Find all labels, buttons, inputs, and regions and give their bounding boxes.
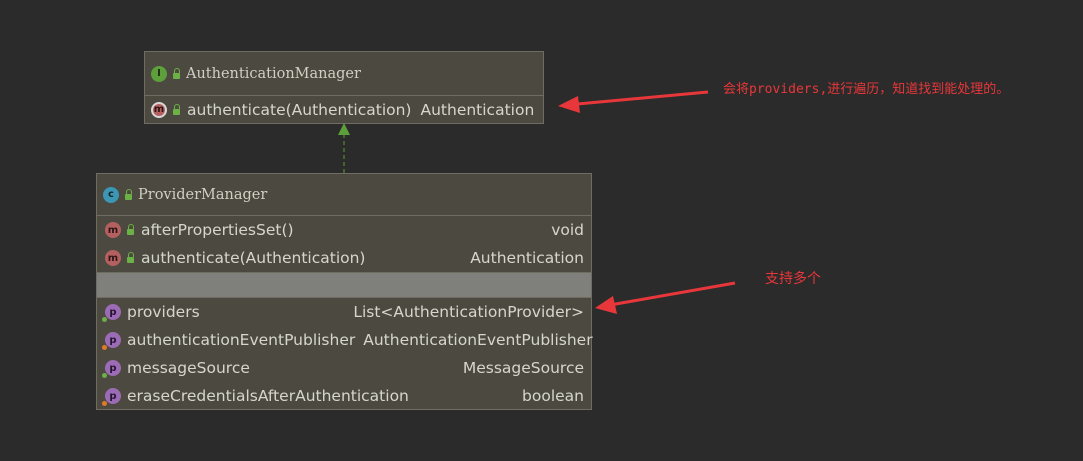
method-return-type: Authentication [470,249,584,267]
implements-arrowhead [338,123,350,135]
annotation-arrowhead-top [558,96,580,113]
annotation-arrowhead-bottom [595,296,617,314]
interface-icon: I [151,65,167,82]
method-icon: m [105,250,121,266]
field-row-providers[interactable]: p providers List<AuthenticationProvider> [97,298,591,326]
class-title: ProviderManager [138,186,268,203]
public-lock-icon [173,103,180,115]
field-name: authenticationEventPublisher [127,331,356,349]
field-name: eraseCredentialsAfterAuthentication [127,387,409,405]
method-row-authenticate[interactable]: m authenticate(Authentication) Authentic… [145,96,543,123]
public-lock-icon [127,252,134,263]
field-name: messageSource [127,359,250,377]
field-type: List<AuthenticationProvider> [353,303,584,321]
method-name: authenticate(Authentication) [141,249,366,267]
interface-title: AuthenticationManager [186,65,361,82]
public-lock-icon [173,67,180,79]
class-provider-manager[interactable]: c ProviderManager m afterPropertiesSet()… [96,173,593,410]
field-type: MessageSource [462,359,584,377]
property-icon: p [102,304,121,322]
public-lock-icon [127,224,134,235]
abstract-method-icon: m [151,101,167,118]
annotation-arrow-top [571,90,709,106]
field-type: AuthenticationEventPublisher [363,331,593,349]
section-divider [97,272,591,298]
class-header: c ProviderManager [97,174,591,216]
class-icon: c [103,186,119,203]
field-type: boolean [522,387,584,405]
annotation-text-top: 会将providers,进行遍历，知道找到能处理的。 [723,82,1010,97]
field-row-authentication-event-publisher[interactable]: p authenticationEventPublisher Authentic… [97,326,593,354]
method-icon: m [105,222,121,238]
interface-header: I AuthenticationManager [145,52,543,96]
property-icon: p [102,360,121,378]
method-name: afterPropertiesSet() [141,221,294,239]
annotation-text-bottom: 支持多个 [765,271,821,287]
field-row-erase-credentials[interactable]: p eraseCredentialsAfterAuthentication bo… [97,382,591,410]
method-return-type: Authentication [420,100,535,119]
method-row-after-properties-set[interactable]: m afterPropertiesSet() void [97,216,591,244]
property-icon: p [102,332,121,350]
method-row-authenticate[interactable]: m authenticate(Authentication) Authentic… [97,244,591,272]
annotation-arrow-bottom [609,281,736,307]
method-return-type: void [551,221,584,239]
public-lock-icon [125,188,132,200]
interface-authentication-manager[interactable]: I AuthenticationManager m authenticate(A… [144,51,544,124]
method-name: authenticate(Authentication) [187,100,412,119]
property-icon: p [102,388,121,406]
field-name: providers [127,303,200,321]
field-row-message-source[interactable]: p messageSource MessageSource [97,354,591,382]
